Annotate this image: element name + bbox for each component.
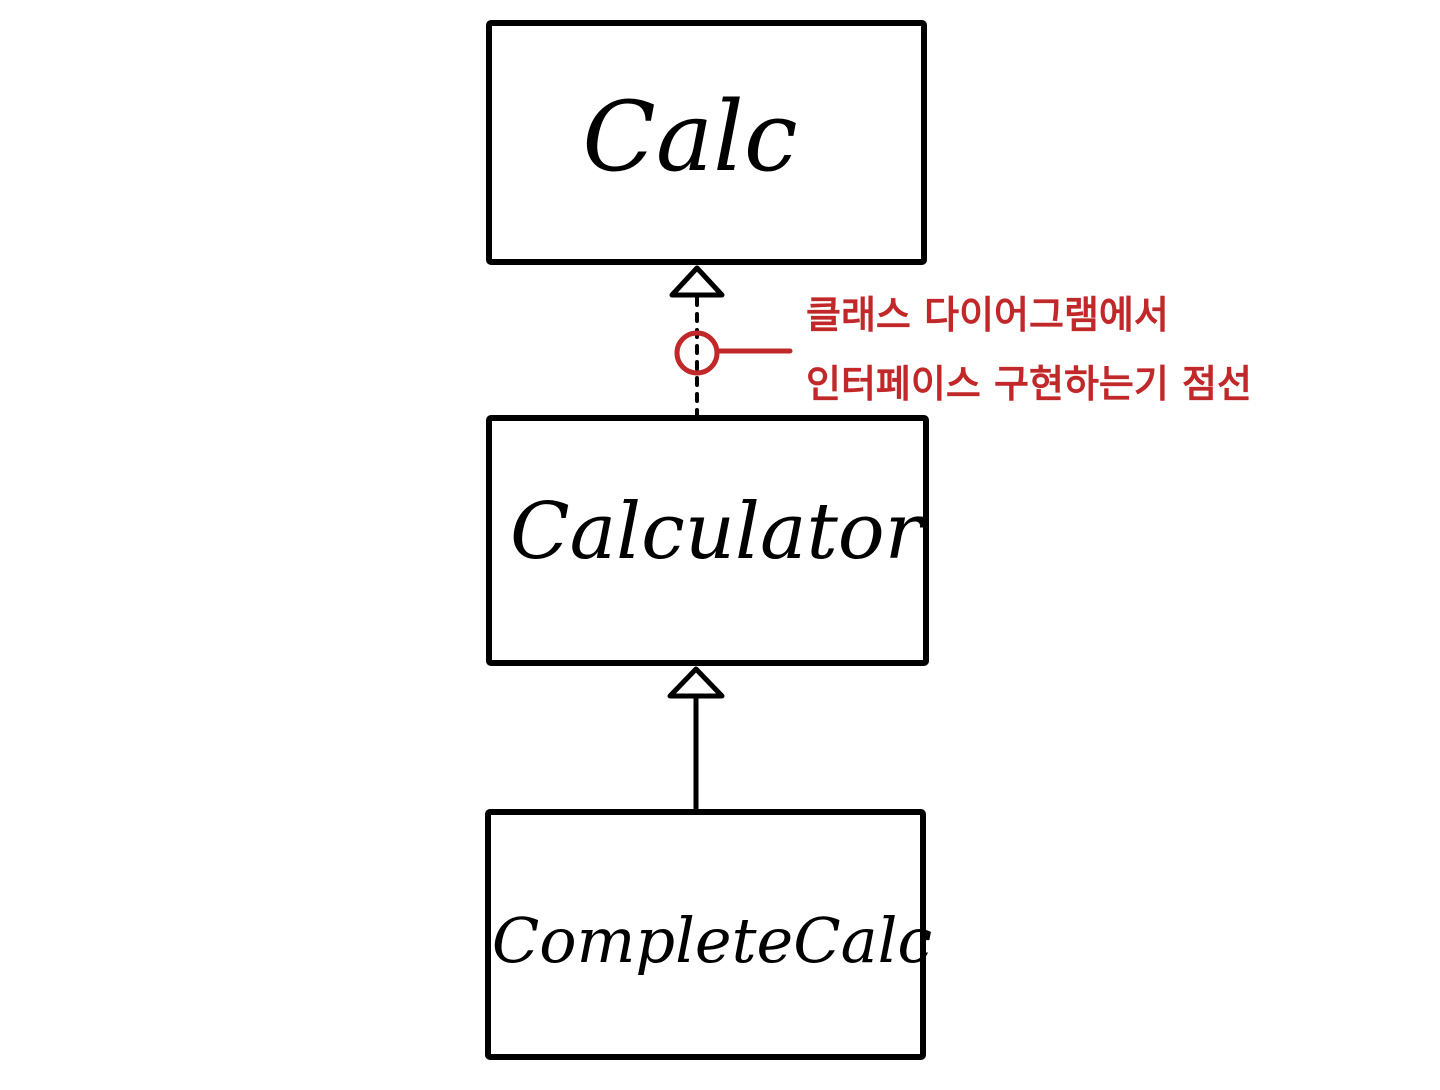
realization-hollow-arrowhead [669,265,725,298]
generalization-hollow-arrowhead [667,666,725,699]
realization-edge [669,265,725,418]
class-calculator-name: Calculator [510,487,927,577]
class-calc: Calc [486,20,927,265]
class-calculator: Calculator [486,415,929,666]
annotation-text-line1: 클래스 다이어그램에서 [806,293,1169,337]
generalization-edge [667,666,725,811]
class-complete-calc-box [485,809,926,1060]
annotation-text-line2: 인터페이스 구현하는기 점선 [806,362,1252,406]
class-calc-name: Calc [582,81,797,193]
class-complete-calc-name: CompleteCalc [492,904,932,977]
class-complete-calc: CompleteCalc [485,809,932,1060]
class-calculator-box [486,415,929,666]
annotation-callout: 클래스 다이어그램에서 인터페이스 구현하는기 점선 [674,293,1252,406]
class-calc-box [486,20,927,265]
